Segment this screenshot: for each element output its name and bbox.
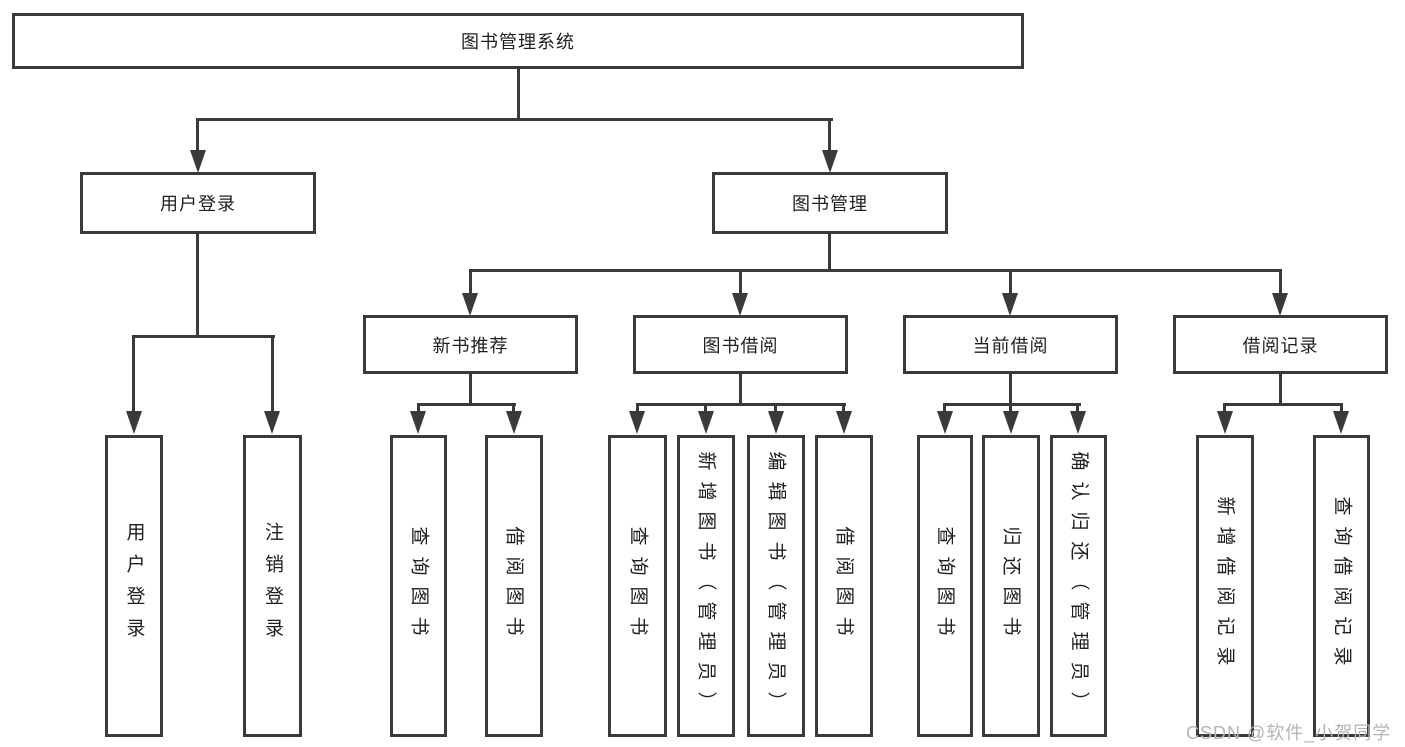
leaf-borrow-book-borrow-label: 借阅图书 (833, 525, 855, 647)
node-library-system-label: 图书管理系统 (461, 32, 575, 52)
connector-userlogin-branch (132, 335, 135, 411)
connector-current-branch (1009, 403, 1012, 415)
arrow-down-icon (1217, 411, 1233, 434)
connector-records-branch (1340, 403, 1343, 415)
leaf-user-login-label: 用户登录 (123, 522, 145, 650)
connector-root-branch-right (828, 118, 831, 152)
node-new-book-recommend: 新书推荐 (363, 315, 578, 374)
leaf-edit-book-admin: 编辑图书（管理员） (747, 435, 805, 737)
arrow-down-icon (264, 411, 280, 434)
node-borrowing-records-label: 借阅记录 (1242, 335, 1319, 356)
arrow-down-icon (1070, 411, 1086, 434)
connector-bookmgmt-branch (1009, 269, 1012, 295)
connector-root-bar (196, 118, 833, 121)
node-user-login: 用户登录 (80, 172, 316, 234)
node-new-book-recommend-label: 新书推荐 (432, 335, 509, 356)
connector-recommend-branch (417, 403, 420, 415)
leaf-add-book-admin: 新增图书（管理员） (677, 435, 735, 737)
arrow-down-icon (937, 411, 953, 434)
connector-records-bar (1223, 403, 1343, 406)
arrow-down-icon (836, 411, 852, 434)
node-current-borrowing-label: 当前借阅 (972, 335, 1049, 356)
connector-recommend-bar (417, 403, 516, 406)
leaf-query-book-recommend: 查询图书 (390, 435, 447, 737)
leaf-return-book-label: 归还图书 (1000, 525, 1022, 647)
arrow-down-icon (768, 411, 784, 434)
arrow-down-icon (629, 411, 645, 434)
node-book-management: 图书管理 (712, 172, 948, 234)
connector-userlogin-bar (132, 335, 275, 338)
arrow-down-icon (698, 411, 714, 434)
arrow-down-icon (462, 293, 478, 316)
connector-bookmgmt-branch (469, 269, 472, 295)
connector-current-branch (943, 403, 946, 415)
leaf-borrow-book-borrow: 借阅图书 (815, 435, 873, 737)
connector-recommend-stem (469, 374, 472, 405)
connector-bookmgmt-bar (469, 269, 1282, 272)
node-book-borrowing-label: 图书借阅 (702, 335, 779, 356)
arrow-down-icon (190, 150, 206, 173)
connector-borrowing-branch (774, 403, 777, 415)
connector-recommend-branch (512, 403, 515, 415)
node-book-borrowing: 图书借阅 (633, 315, 848, 374)
connector-bookmgmt-stem (828, 234, 831, 271)
arrow-down-icon (1002, 293, 1018, 316)
connector-borrowing-bar (636, 403, 846, 406)
arrow-down-icon (1333, 411, 1349, 434)
leaf-logout-login: 注销登录 (243, 435, 302, 737)
connector-current-stem (1009, 374, 1012, 405)
connector-userlogin-stem (196, 234, 199, 337)
connector-bookmgmt-branch (1279, 269, 1282, 295)
arrow-down-icon (822, 150, 838, 173)
connector-userlogin-branch (271, 335, 274, 411)
node-borrowing-records: 借阅记录 (1173, 315, 1388, 374)
connector-borrowing-stem (739, 374, 742, 405)
leaf-query-borrow-record-label: 查询借阅记录 (1331, 495, 1353, 677)
leaf-query-borrow-record: 查询借阅记录 (1313, 435, 1370, 737)
connector-records-stem (1279, 374, 1282, 405)
leaf-logout-login-label: 注销登录 (262, 522, 283, 650)
leaf-borrow-book-recommend: 借阅图书 (485, 435, 543, 737)
leaf-user-login: 用户登录 (105, 435, 163, 737)
node-book-management-label: 图书管理 (792, 194, 868, 214)
arrow-down-icon (506, 411, 522, 434)
leaf-confirm-return-admin-label: 确认归还（管理员） (1068, 450, 1090, 722)
connector-current-bar (943, 403, 1081, 406)
leaf-return-book: 归还图书 (982, 435, 1040, 737)
connector-records-branch (1223, 403, 1226, 415)
leaf-query-book-current-label: 查询图书 (934, 525, 956, 647)
arrow-down-icon (1272, 293, 1288, 316)
leaf-query-book-borrow-label: 查询图书 (627, 525, 649, 647)
connector-root-branch-left (196, 118, 199, 152)
leaf-query-book-current: 查询图书 (917, 435, 973, 737)
leaf-add-book-admin-label: 新增图书（管理员） (695, 450, 717, 722)
connector-borrowing-branch (842, 403, 845, 415)
node-user-login-label: 用户登录 (160, 194, 236, 214)
leaf-borrow-book-recommend-label: 借阅图书 (503, 525, 525, 647)
arrow-down-icon (410, 411, 426, 434)
csdn-watermark: CSDN @软件_小贺同学 (1186, 723, 1392, 743)
leaf-add-borrow-record: 新增借阅记录 (1196, 435, 1254, 737)
leaf-edit-book-admin-label: 编辑图书（管理员） (765, 450, 787, 722)
arrow-down-icon (732, 293, 748, 316)
connector-borrowing-branch (704, 403, 707, 415)
leaf-query-book-recommend-label: 查询图书 (408, 525, 430, 647)
node-current-borrowing: 当前借阅 (903, 315, 1118, 374)
connector-borrowing-branch (636, 403, 639, 415)
connector-current-branch (1076, 403, 1079, 415)
leaf-confirm-return-admin: 确认归还（管理员） (1050, 435, 1107, 737)
leaf-add-borrow-record-label: 新增借阅记录 (1214, 495, 1236, 677)
arrow-down-icon (126, 411, 142, 434)
leaf-query-book-borrow: 查询图书 (608, 435, 667, 737)
connector-bookmgmt-branch (739, 269, 742, 295)
node-library-system: 图书管理系统 (12, 13, 1024, 69)
arrow-down-icon (1003, 411, 1019, 434)
connector-root-stem (517, 69, 520, 120)
